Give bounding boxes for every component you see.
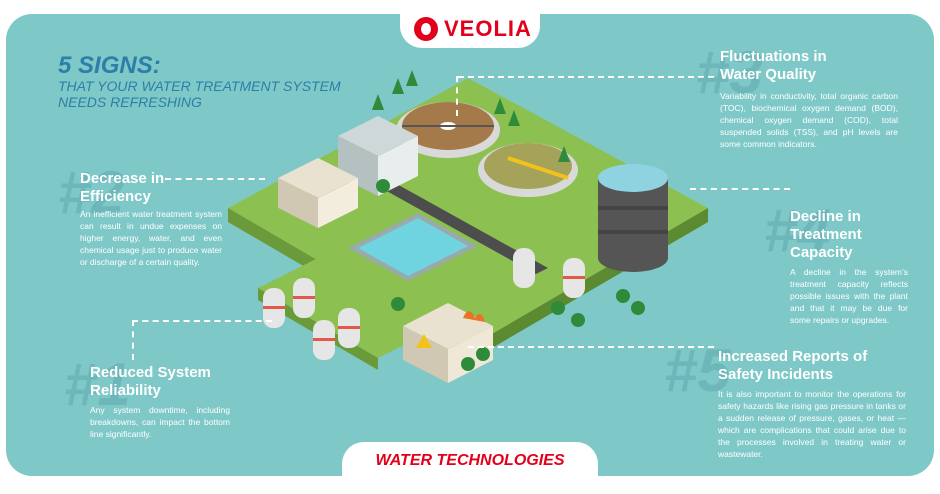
burning-building	[403, 303, 493, 383]
sign-number: #4	[764, 197, 831, 264]
clarifier-tank-1	[396, 102, 500, 158]
brand-name: VEOLIA	[444, 16, 532, 41]
page-title: 5 SIGNS:	[58, 52, 161, 79]
clarifier-tank-2	[478, 143, 578, 197]
sign-body: Any system downtime, including breakdown…	[90, 405, 230, 439]
sign-number: #3	[696, 39, 763, 106]
connector-reliability	[132, 320, 272, 322]
connector-water-quality	[458, 76, 714, 78]
connector-water-quality-drop	[456, 76, 458, 116]
sign-title: Decline in Treatment Capacity	[790, 208, 862, 261]
sign-title: Decrease in Efficiency	[80, 170, 165, 205]
filtration-pool	[348, 213, 478, 281]
footer-label: WATER TECHNOLOGIES	[375, 452, 565, 469]
control-building	[278, 158, 358, 228]
connector-reliability-drop	[132, 320, 134, 360]
settling-silos	[513, 248, 585, 298]
storage-tank	[598, 164, 668, 272]
trees	[372, 70, 645, 371]
veolia-logo-icon	[414, 17, 438, 41]
sign-body: A decline in the system’s treatment capa…	[790, 267, 908, 325]
sign-title: Fluctuations in Water Quality	[720, 48, 827, 83]
water-treatment-plant-illustration	[228, 70, 708, 383]
sign-title: Increased Reports of Safety Incidents	[718, 348, 868, 383]
sign-number: #5	[664, 337, 731, 404]
sign-title: Reduced System Reliability	[90, 364, 211, 399]
sign-body: Variability in conductivity, total organ…	[720, 91, 898, 149]
connector-capacity	[690, 188, 790, 190]
sign-body: It is also important to monitor the oper…	[718, 389, 906, 459]
connector-efficiency	[165, 178, 265, 180]
footer-tab	[342, 442, 598, 494]
chemical-silos	[263, 278, 360, 360]
page-subtitle: THAT YOUR WATER TREATMENT SYSTEM NEEDS R…	[58, 78, 341, 110]
sign-number: #1	[64, 351, 131, 418]
sign-number: #2	[58, 159, 125, 226]
sign-body: An inefficient water treatment system ca…	[80, 209, 222, 267]
veolia-logo: VEOLIA	[414, 16, 532, 42]
connector-safety	[468, 346, 714, 348]
warning-sign-icon	[416, 334, 432, 348]
